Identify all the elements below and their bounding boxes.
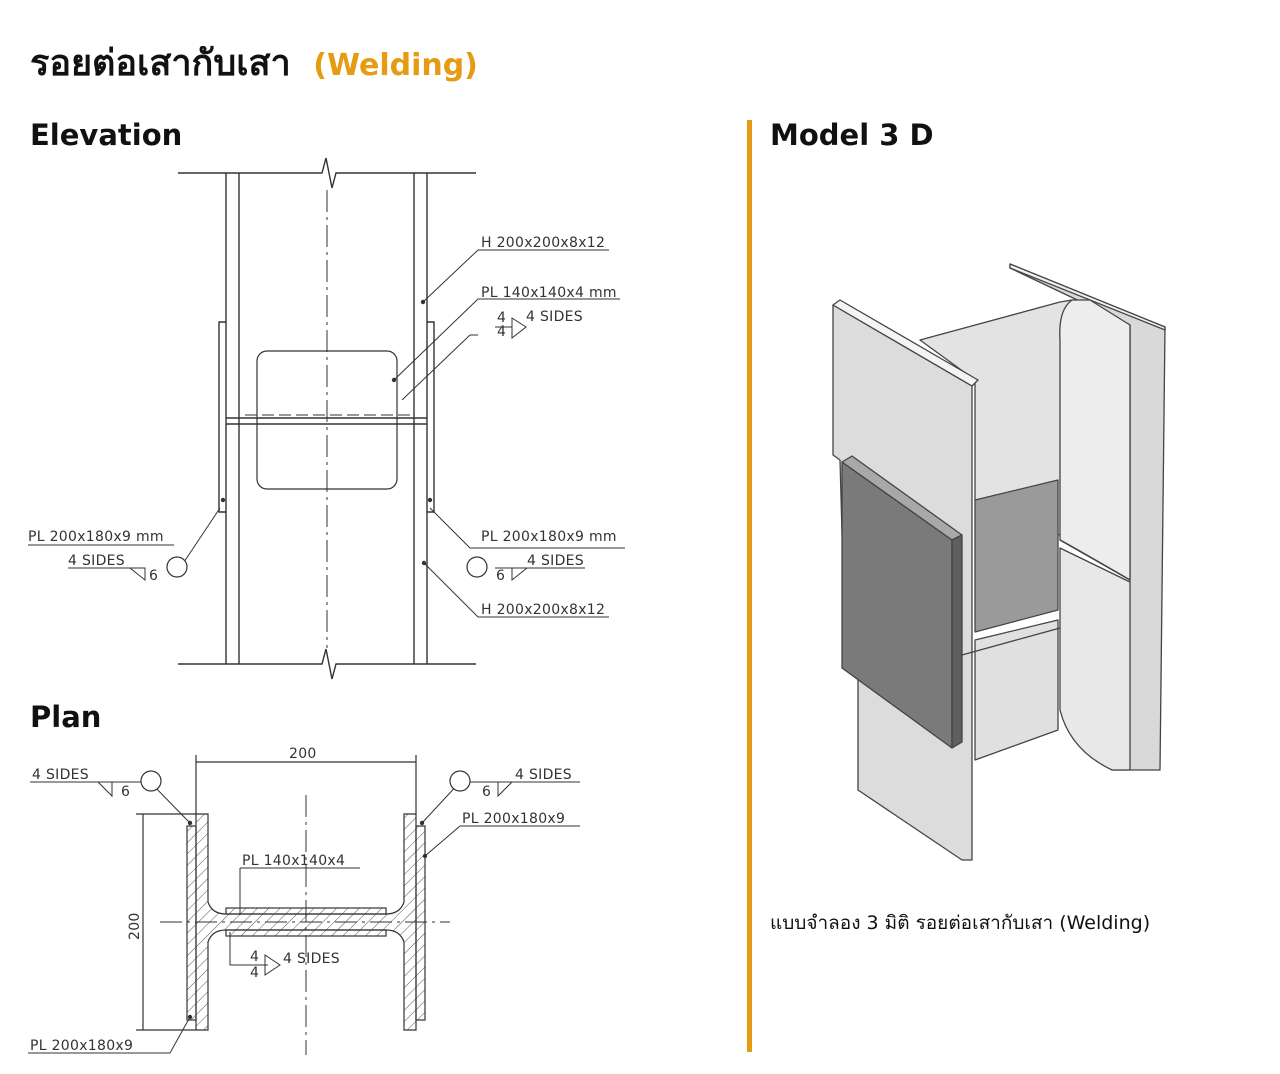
page-title: รอยต่อเสากับเสา (Welding) <box>30 34 478 91</box>
plan-weld-web-sides: 4 SIDES <box>283 951 340 967</box>
plan-pl-right: PL 200x180x9 <box>462 811 565 827</box>
plan-pl-web: PL 140x140x4 <box>242 853 345 869</box>
plan-pl-left-bottom: PL 200x180x9 <box>30 1038 133 1054</box>
label-weld-center-top: 4 <box>497 310 506 326</box>
label-pl-center: PL 140x140x4 mm <box>481 285 617 301</box>
dim-width: 200 <box>289 746 317 762</box>
section-model: Model 3 D <box>770 118 934 152</box>
elevation-drawing: H 200x200x8x12 PL 140x140x4 mm 4 4 4 SID… <box>28 157 625 680</box>
label-weld-center-sides: 4 SIDES <box>526 309 583 325</box>
label-size-right: 6 <box>496 568 505 584</box>
plan-weld-web-bottom: 4 <box>250 965 259 981</box>
title-main: รอยต่อเสากับเสา <box>30 43 291 84</box>
section-divider <box>747 120 752 1052</box>
label-pl-right: PL 200x180x9 mm <box>481 529 617 545</box>
label-weld-center-bottom: 4 <box>497 324 506 340</box>
label-h-bottom: H 200x200x8x12 <box>481 602 605 618</box>
label-sides-left: 4 SIDES <box>68 553 125 569</box>
dim-height: 200 <box>127 912 143 940</box>
plan-sides-left: 4 SIDES <box>32 767 89 783</box>
label-size-left: 6 <box>149 568 158 584</box>
plan-drawing: 200 200 4 SIDES 6 4 SIDES 6 PL 200x180x9… <box>28 746 580 1055</box>
section-plan: Plan <box>30 700 102 734</box>
title-accent: (Welding) <box>313 48 478 83</box>
plan-weld-web-top: 4 <box>250 949 259 965</box>
model-caption: แบบจำลอง 3 มิติ รอยต่อเสากับเสา (Welding… <box>770 912 1151 934</box>
label-pl-left: PL 200x180x9 mm <box>28 529 164 545</box>
plan-size-right: 6 <box>482 784 491 800</box>
plan-size-left: 6 <box>121 784 130 800</box>
model-3d-illustration <box>832 263 1166 861</box>
label-h-top: H 200x200x8x12 <box>481 235 605 251</box>
label-sides-right: 4 SIDES <box>527 553 584 569</box>
section-elevation: Elevation <box>30 118 183 152</box>
plan-sides-right: 4 SIDES <box>515 767 572 783</box>
